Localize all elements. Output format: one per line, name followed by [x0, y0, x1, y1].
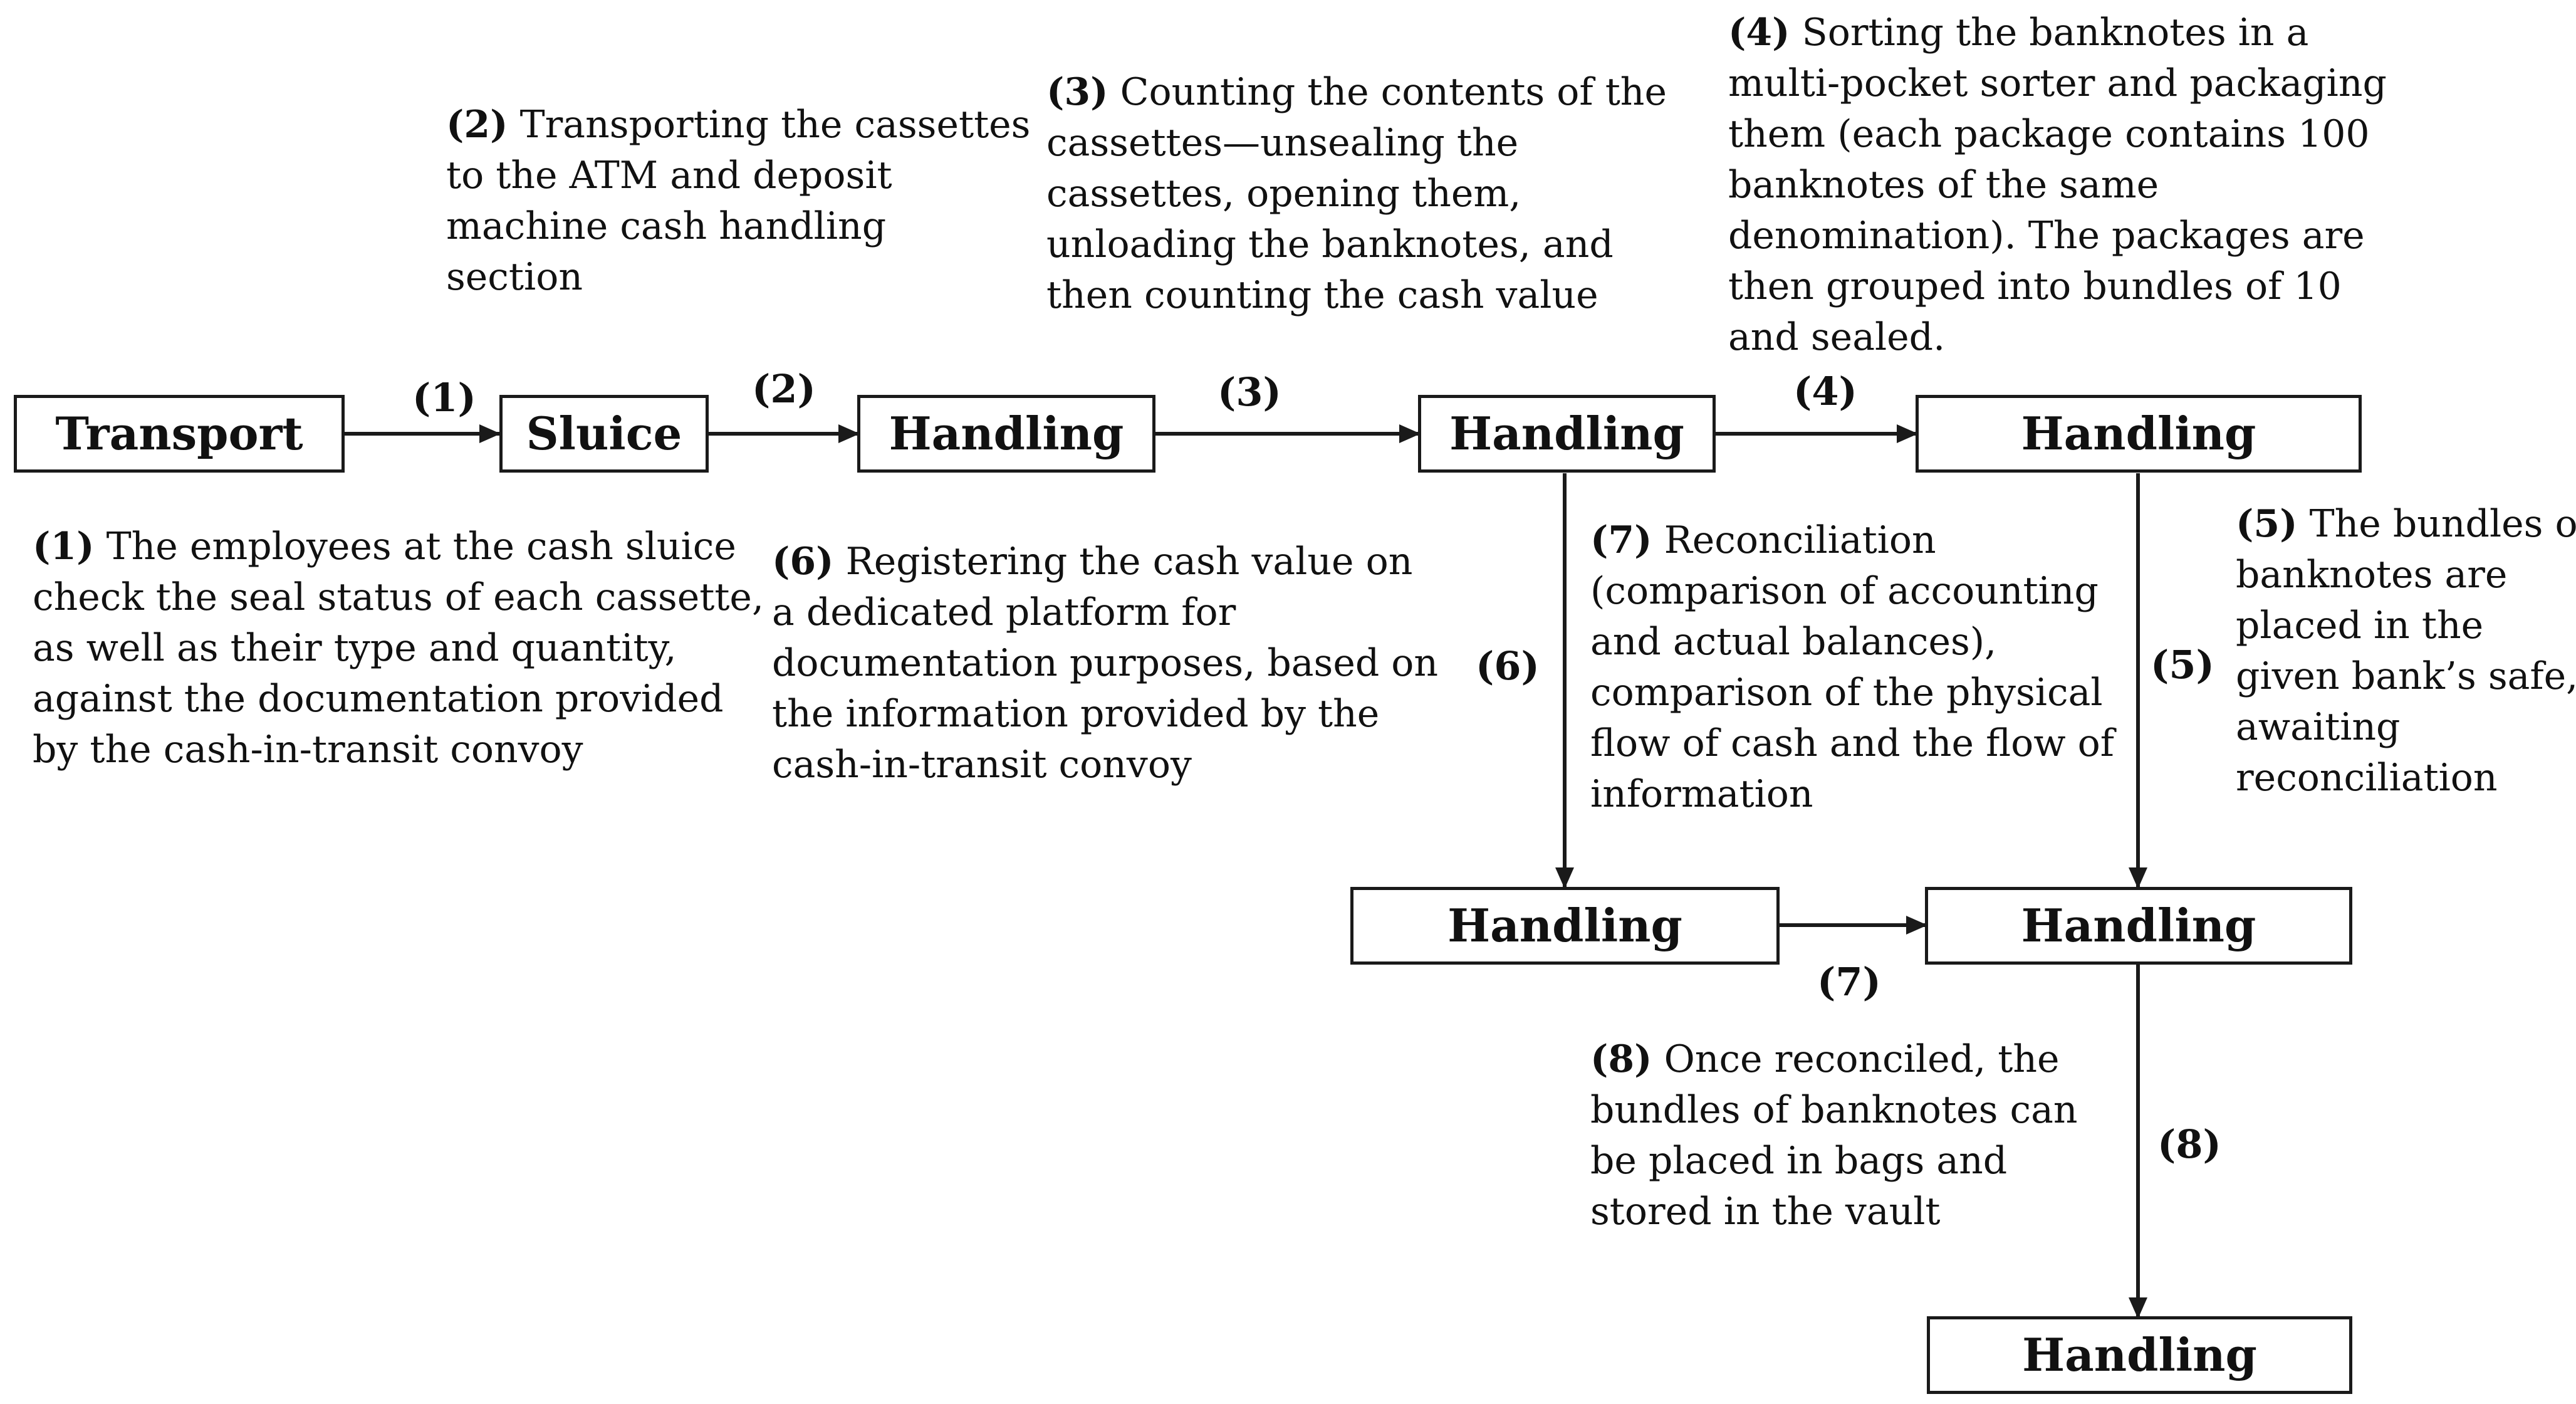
description-2-line-4: section	[446, 255, 583, 299]
description-2-line-1: (2) Transporting the cassettes	[446, 103, 1031, 147]
description-1-line-1: (1) The employees at the cash sluice	[33, 525, 736, 568]
description-6-line-2: a dedicated platform for	[772, 590, 1236, 634]
description-7-line-6: information	[1590, 772, 1813, 816]
description-2-lead: (2)	[446, 103, 508, 147]
description-3-line-3: cassettes, opening them,	[1046, 172, 1521, 216]
description-4-line-2: multi-pocket sorter and packaging	[1728, 61, 2387, 105]
description-4-line-1: (4) Sorting the banknotes in a	[1728, 11, 2309, 55]
description-7-line-1: (7) Reconciliation	[1590, 518, 1936, 562]
node-handling-6: Handling	[1927, 1316, 2352, 1394]
description-1: (1) The employees at the cash sluice che…	[33, 521, 764, 775]
description-4-line-3: them (each package contains 100	[1728, 112, 2370, 156]
node-handling-2: Handling	[1418, 395, 1716, 473]
description-6-line-3: documentation purposes, based on	[772, 641, 1439, 685]
description-2-line-2: to the ATM and deposit	[446, 154, 892, 197]
node-transport: Transport	[14, 395, 345, 473]
description-4-line-7: and sealed.	[1728, 315, 1946, 359]
description-7: (7) Reconciliation (comparison of accoun…	[1590, 515, 2114, 820]
description-8-line-1: (8) Once reconciled, the	[1590, 1037, 2060, 1081]
description-7-line-4: comparison of the physical	[1590, 671, 2103, 715]
description-5-line-5: awaiting	[2236, 705, 2401, 749]
description-5-line-4: given bank’s safe,	[2236, 654, 2576, 698]
description-7-line-5: flow of cash and the flow of	[1590, 721, 2114, 765]
description-1-line-2: check the seal status of each cassette,	[33, 575, 764, 619]
description-6-line-1: (6) Registering the cash value on	[772, 540, 1413, 584]
edge-label-1: (1)	[412, 375, 476, 421]
description-3-line-4: unloading the banknotes, and	[1046, 223, 1614, 266]
edge-label-2: (2)	[752, 366, 816, 412]
description-8-line-2: bundles of banknotes can	[1590, 1088, 2078, 1132]
description-3-lead: (3)	[1046, 70, 1108, 114]
description-3-line-2: cassettes—unsealing the	[1046, 121, 1519, 165]
description-5-line-2: banknotes are	[2236, 553, 2508, 597]
description-5-line-3: placed in the	[2236, 604, 2484, 647]
description-4-line-6: then grouped into bundles of 10	[1728, 265, 2342, 308]
node-handling-1: Handling	[857, 395, 1155, 473]
description-3-line-1: (3) Counting the contents of the	[1046, 70, 1667, 114]
description-5: (5) The bundles of banknotes are placed …	[2236, 499, 2576, 804]
edge-label-8: (8)	[2157, 1121, 2221, 1167]
edge-label-7: (7)	[1817, 959, 1881, 1005]
edge-label-3: (3)	[1218, 369, 1281, 415]
description-1-line-5: by the cash-in-transit convoy	[33, 728, 583, 772]
description-3-line-5: then counting the cash value	[1046, 273, 1598, 317]
node-handling-4: Handling	[1350, 887, 1780, 965]
edge-label-5: (5)	[2151, 642, 2214, 688]
description-4-line-4: banknotes of the same	[1728, 163, 2159, 207]
node-sluice: Sluice	[499, 395, 709, 473]
description-2: (2) Transporting the cassettes to the AT…	[446, 100, 1030, 303]
description-7-line-2: (comparison of accounting	[1590, 569, 2099, 613]
description-1-lead: (1)	[33, 525, 95, 568]
description-6-lead: (6)	[772, 540, 834, 584]
description-8: (8) Once reconciled, the bundles of bank…	[1590, 1034, 2078, 1237]
description-4: (4) Sorting the banknotes in a multi-poc…	[1728, 8, 2387, 363]
description-6: (6) Registering the cash value on a dedi…	[772, 537, 1438, 790]
node-handling-3: Handling	[1916, 395, 2362, 473]
description-3: (3) Counting the contents of the cassett…	[1046, 67, 1667, 321]
node-handling-5: Handling	[1925, 887, 2352, 965]
description-6-line-5: cash-in-transit convoy	[772, 743, 1192, 787]
description-8-line-4: stored in the vault	[1590, 1190, 1941, 1234]
description-2-line-3: machine cash handling	[446, 204, 887, 248]
description-1-line-3: as well as their type and quantity,	[33, 626, 677, 670]
edge-label-6: (6)	[1476, 643, 1540, 689]
description-4-line-5: denomination). The packages are	[1728, 214, 2365, 258]
description-8-lead: (8)	[1590, 1037, 1652, 1081]
description-8-line-3: be placed in bags and	[1590, 1139, 2008, 1183]
description-4-lead: (4)	[1728, 11, 1790, 55]
description-7-line-3: and actual balances),	[1590, 620, 1997, 664]
description-5-line-6: reconciliation	[2236, 756, 2498, 800]
description-1-line-4: against the documentation provided	[33, 677, 724, 721]
description-7-lead: (7)	[1590, 518, 1652, 562]
description-5-line-1: (5) The bundles of	[2236, 502, 2576, 546]
edge-label-4: (4)	[1793, 369, 1857, 414]
description-5-lead: (5)	[2236, 502, 2298, 546]
description-6-line-4: the information provided by the	[772, 692, 1380, 736]
